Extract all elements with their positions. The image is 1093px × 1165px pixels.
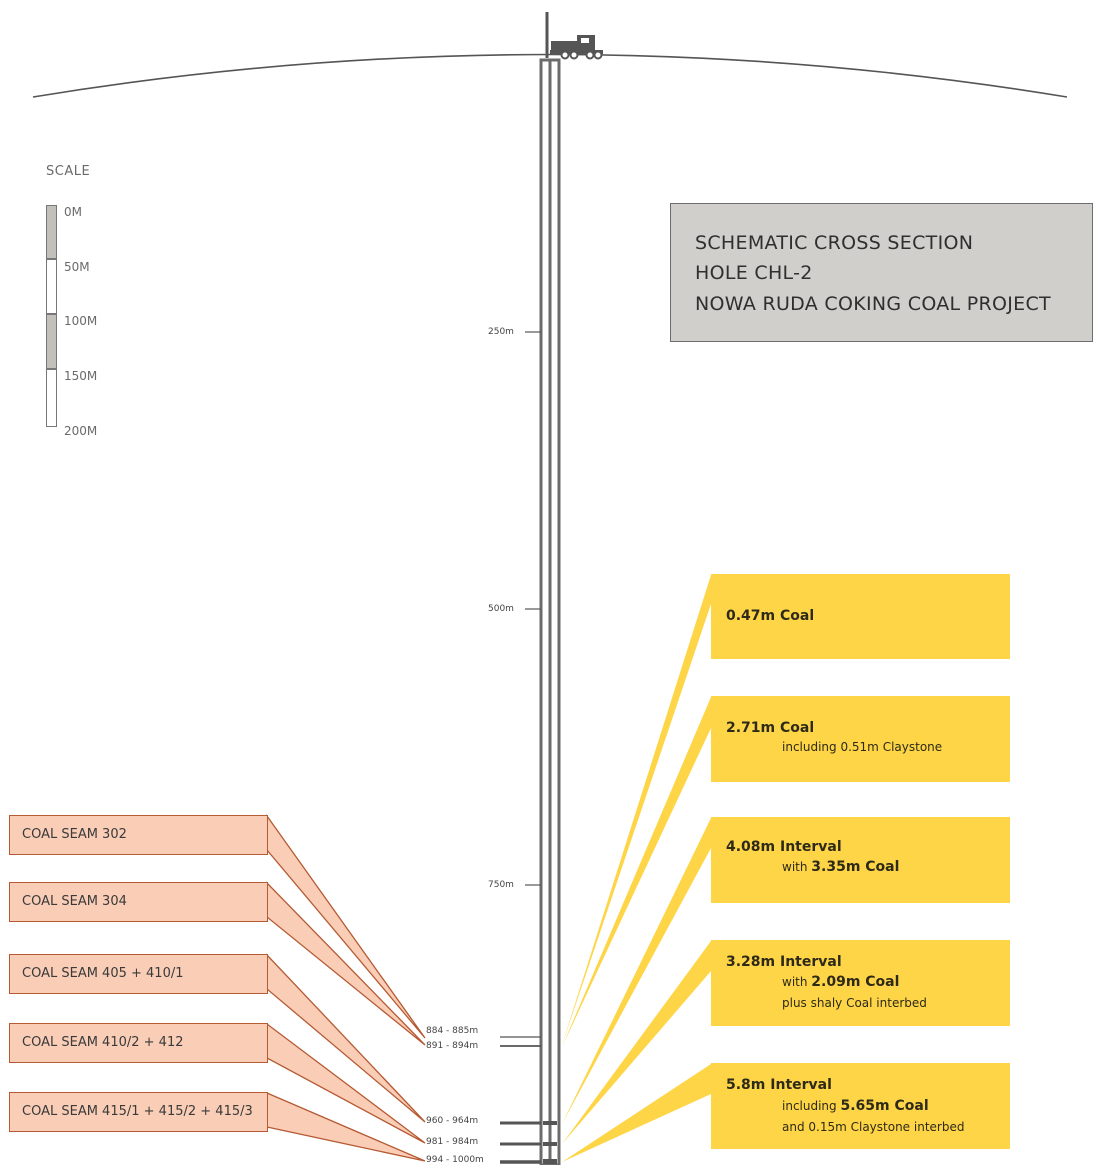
interval-label-3: 960 - 964m xyxy=(426,1116,479,1126)
result-5-main: 5.8m Interval xyxy=(726,1077,832,1093)
scale-segment-4 xyxy=(46,369,57,427)
interval-label-1: 884 - 885m xyxy=(426,1026,479,1036)
depth-label-500: 500m xyxy=(488,604,514,614)
result-5-detail: including 5.65m Coal xyxy=(782,1098,929,1114)
result-3-main: 4.08m Interval xyxy=(726,839,842,855)
result-5-pointer xyxy=(562,1064,711,1162)
result-4-detail-2: plus shaly Coal interbed xyxy=(782,996,927,1010)
result-2-pointer xyxy=(562,697,711,1047)
result-3-detail: with 3.35m Coal xyxy=(782,859,899,875)
scale-tick-0: 0M xyxy=(64,205,82,219)
result-4-pointer xyxy=(562,941,711,1144)
result-3-detail-bold: 3.35m Coal xyxy=(811,859,900,875)
result-4-main: 3.28m Interval xyxy=(726,954,842,970)
scale-segment-2 xyxy=(46,259,57,314)
result-5-detail-bold: 5.65m Coal xyxy=(840,1098,929,1114)
title-line-3: NOWA RUDA COKING COAL PROJECT xyxy=(695,293,1051,315)
result-box-3: 4.08m Interval with 3.35m Coal xyxy=(711,817,1010,903)
title-box: SCHEMATIC CROSS SECTION HOLE CHL-2 NOWA … xyxy=(670,203,1093,342)
result-4-detail-bold: 2.09m Coal xyxy=(811,974,900,990)
depth-label-750: 750m xyxy=(488,880,514,890)
seam-304-pointer xyxy=(266,881,426,1046)
result-2-main: 2.71m Coal xyxy=(726,720,815,736)
title-line-2: HOLE CHL-2 xyxy=(695,262,813,284)
scale-label: SCALE xyxy=(46,164,91,179)
interval-label-5: 994 - 1000m xyxy=(426,1155,484,1165)
result-3-detail-pre: with xyxy=(782,860,812,874)
coal-seam-415: COAL SEAM 415/1 + 415/2 + 415/3 xyxy=(9,1092,268,1132)
result-box-1: 0.47m Coal xyxy=(711,574,1010,659)
scale-segment-3 xyxy=(46,314,57,369)
coal-seam-304: COAL SEAM 304 xyxy=(9,882,268,922)
scale-segment-1 xyxy=(46,205,57,259)
result-box-2: 2.71m Coal including 0.51m Claystone xyxy=(711,696,1010,782)
coal-seam-410: COAL SEAM 410/2 + 412 xyxy=(9,1023,268,1063)
ground-surface-line xyxy=(32,53,1068,98)
result-4-detail-pre: with xyxy=(782,975,812,989)
result-box-5: 5.8m Interval including 5.65m Coal and 0… xyxy=(711,1063,1010,1149)
result-2-detail: including 0.51m Claystone xyxy=(782,740,943,754)
scale-tick-50: 50M xyxy=(64,260,90,274)
interval-label-2: 891 - 894m xyxy=(426,1041,479,1051)
scale-tick-100: 100M xyxy=(64,314,98,328)
result-box-4: 3.28m Interval with 2.09m Coal plus shal… xyxy=(711,940,1010,1026)
result-4-detail: with 2.09m Coal xyxy=(782,974,899,990)
coal-seam-405: COAL SEAM 405 + 410/1 xyxy=(9,954,268,994)
result-1-main: 0.47m Coal xyxy=(726,608,815,624)
result-3-pointer xyxy=(562,818,711,1124)
interval-label-4: 981 - 984m xyxy=(426,1137,479,1147)
title-line-1: SCHEMATIC CROSS SECTION xyxy=(695,232,974,254)
drill-rig-icon xyxy=(545,12,603,60)
depth-label-250: 250m xyxy=(488,327,514,337)
result-1-pointer xyxy=(562,575,711,1045)
result-5-detail-2: and 0.15m Claystone interbed xyxy=(782,1120,965,1134)
result-5-detail-pre: including xyxy=(782,1099,841,1113)
scale-tick-150: 150M xyxy=(64,369,98,383)
scale-tick-200: 200M xyxy=(64,424,98,438)
coal-seam-302: COAL SEAM 302 xyxy=(9,815,268,855)
